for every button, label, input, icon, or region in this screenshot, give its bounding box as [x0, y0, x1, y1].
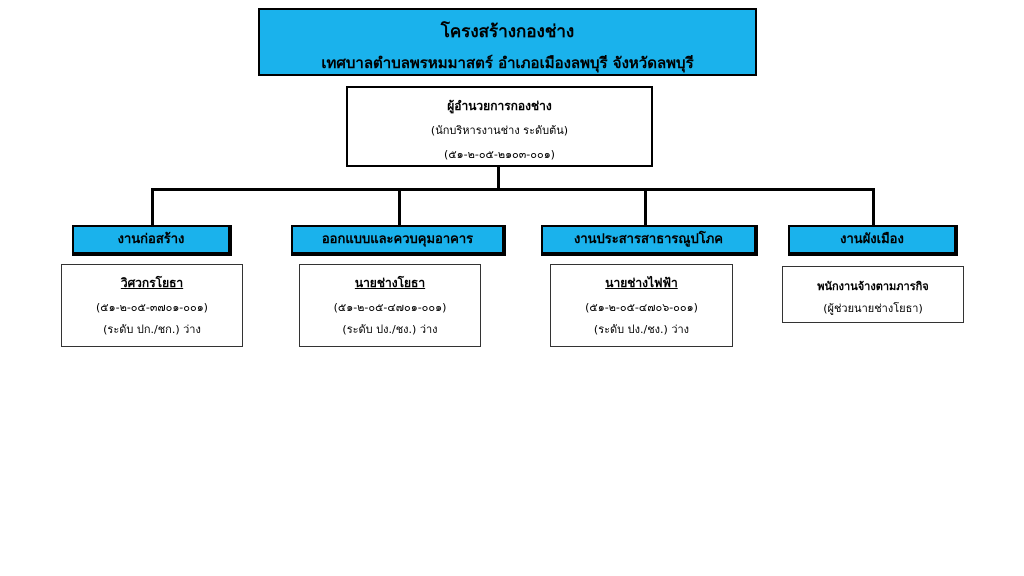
- division-name: ออกแบบและควบคุมอาคาร: [321, 232, 474, 247]
- division-box-urban-planning: งานผังเมือง: [788, 225, 958, 256]
- chart-subtitle: เทศบาลตำบลพรหมมาสตร์ อำเภอเมืองลพบุรี จั…: [321, 54, 694, 72]
- position-title: นายช่างโยธา: [354, 276, 426, 290]
- position-code: (๕๑-๒-๐๕-๔๗๐๑-๐๐๑): [333, 301, 447, 314]
- division-name: งานผังเมือง: [840, 232, 904, 247]
- director-rank: (นักบริหารงานช่าง ระดับต้น): [430, 124, 569, 137]
- position-note: (ผู้ช่วยนายช่างโยธา): [823, 302, 923, 315]
- division-box-design: ออกแบบและควบคุมอาคาร: [291, 225, 506, 256]
- chart-title-box: โครงสร้างกองช่าง เทศบาลตำบลพรหมมาสตร์ อำ…: [258, 8, 757, 76]
- position-title: พนักงานจ้างตามภารกิจ: [817, 280, 929, 293]
- position-status: (ระดับ ปง./ชง.) ว่าง: [342, 323, 438, 336]
- division-box-utilities: งานประสารสาธารณูปโภค: [541, 225, 758, 256]
- connector-horizontal: [151, 188, 875, 191]
- position-box-electrical-technician: นายช่างไฟฟ้า (๕๑-๒-๐๕-๔๗๐๖-๐๐๑) (ระดับ ป…: [550, 264, 733, 347]
- position-title: นายช่างไฟฟ้า: [605, 276, 678, 290]
- position-box-contract-employee: พนักงานจ้างตามภารกิจ (ผู้ช่วยนายช่างโยธา…: [782, 266, 964, 323]
- position-box-civil-technician: นายช่างโยธา (๕๑-๒-๐๕-๔๗๐๑-๐๐๑) (ระดับ ปง…: [299, 264, 481, 347]
- chart-title: โครงสร้างกองช่าง: [440, 22, 575, 42]
- director-code: (๕๑-๒-๐๕-๒๑๐๓-๐๐๑): [444, 148, 555, 161]
- position-code: (๕๑-๒-๐๕-๔๗๐๖-๐๐๑): [585, 301, 698, 314]
- position-title: วิศวกรโยธา: [120, 276, 184, 290]
- position-box-civil-engineer: วิศวกรโยธา (๕๑-๒-๐๕-๓๗๐๑-๐๐๑) (ระดับ ปก.…: [61, 264, 243, 347]
- connector-drop-3: [644, 188, 647, 225]
- division-box-construction: งานก่อสร้าง: [72, 225, 232, 256]
- position-status: (ระดับ ปง./ชง.) ว่าง: [593, 323, 690, 336]
- connector-drop-2: [398, 188, 401, 225]
- director-title: ผู้อำนวยการกองช่าง: [447, 99, 552, 113]
- position-code: (๕๑-๒-๐๕-๓๗๐๑-๐๐๑): [96, 301, 208, 314]
- division-name: งานก่อสร้าง: [117, 232, 185, 247]
- position-status: (ระดับ ปก./ชก.) ว่าง: [103, 323, 201, 336]
- director-box: ผู้อำนวยการกองช่าง (นักบริหารงานช่าง ระด…: [346, 86, 653, 167]
- division-name: งานประสารสาธารณูปโภค: [574, 232, 723, 247]
- connector-drop-1: [151, 188, 154, 225]
- connector-drop-4: [872, 188, 875, 225]
- connector-director-down: [497, 167, 500, 189]
